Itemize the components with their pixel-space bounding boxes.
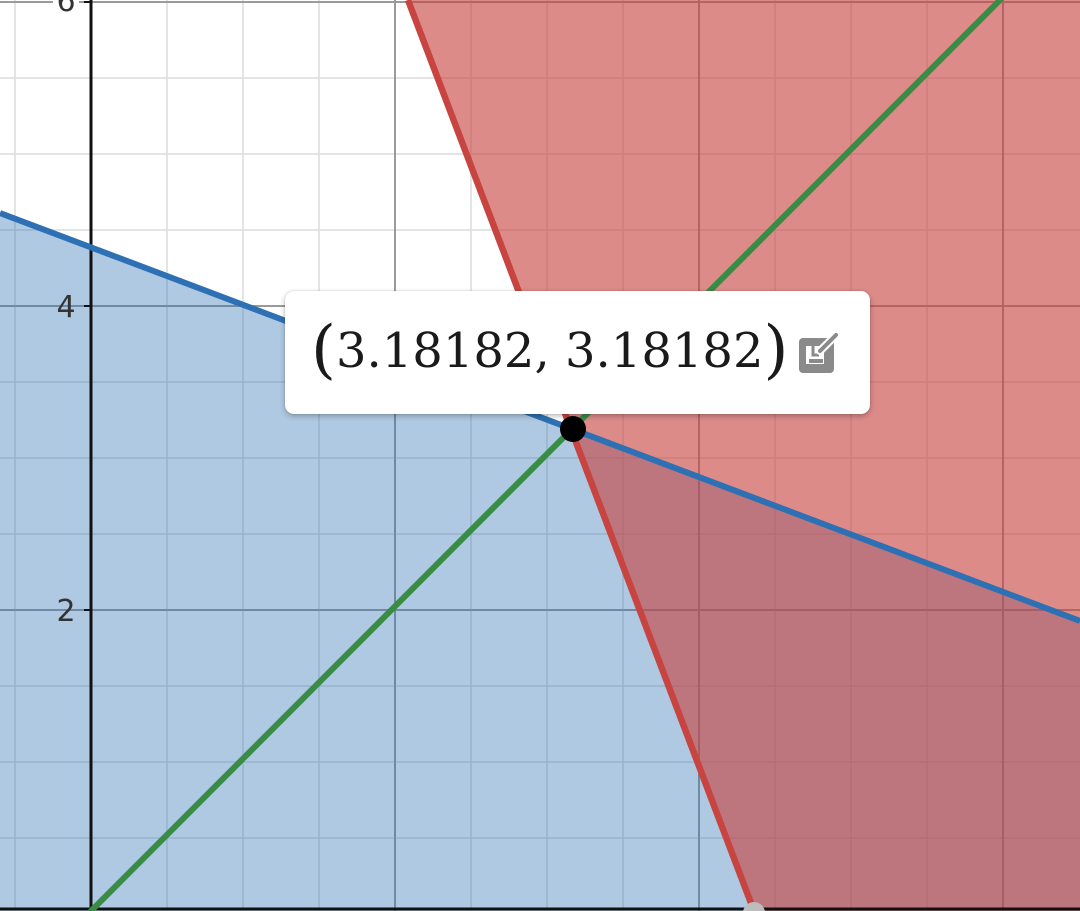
coordinate-separator: , bbox=[534, 323, 565, 379]
edit-expression-icon[interactable] bbox=[796, 331, 842, 377]
y-axis-ticks bbox=[84, 1, 91, 611]
red-inequality-region bbox=[408, 0, 1080, 911]
red-boundary-line[interactable] bbox=[404, 0, 758, 911]
tick-label-bg-6 bbox=[53, 0, 79, 16]
green-line[interactable] bbox=[88, 0, 1008, 911]
x-intercept-point[interactable] bbox=[743, 902, 765, 911]
coordinate-label: (3.18182, 3.18182) bbox=[311, 311, 788, 390]
y-tick-label-6: 6 bbox=[56, 0, 75, 19]
coordinate-tooltip[interactable]: (3.18182, 3.18182) bbox=[285, 291, 870, 414]
y-coordinate: 3.18182 bbox=[564, 323, 764, 379]
blue-boundary-line[interactable] bbox=[0, 210, 1080, 624]
intersection-point[interactable] bbox=[560, 416, 586, 442]
y-tick-label-4: 4 bbox=[56, 290, 75, 325]
y-tick-label-2: 2 bbox=[56, 594, 75, 629]
open-paren: ( bbox=[311, 313, 336, 387]
x-coordinate: 3.18182 bbox=[335, 323, 535, 379]
close-paren: ) bbox=[763, 313, 789, 387]
